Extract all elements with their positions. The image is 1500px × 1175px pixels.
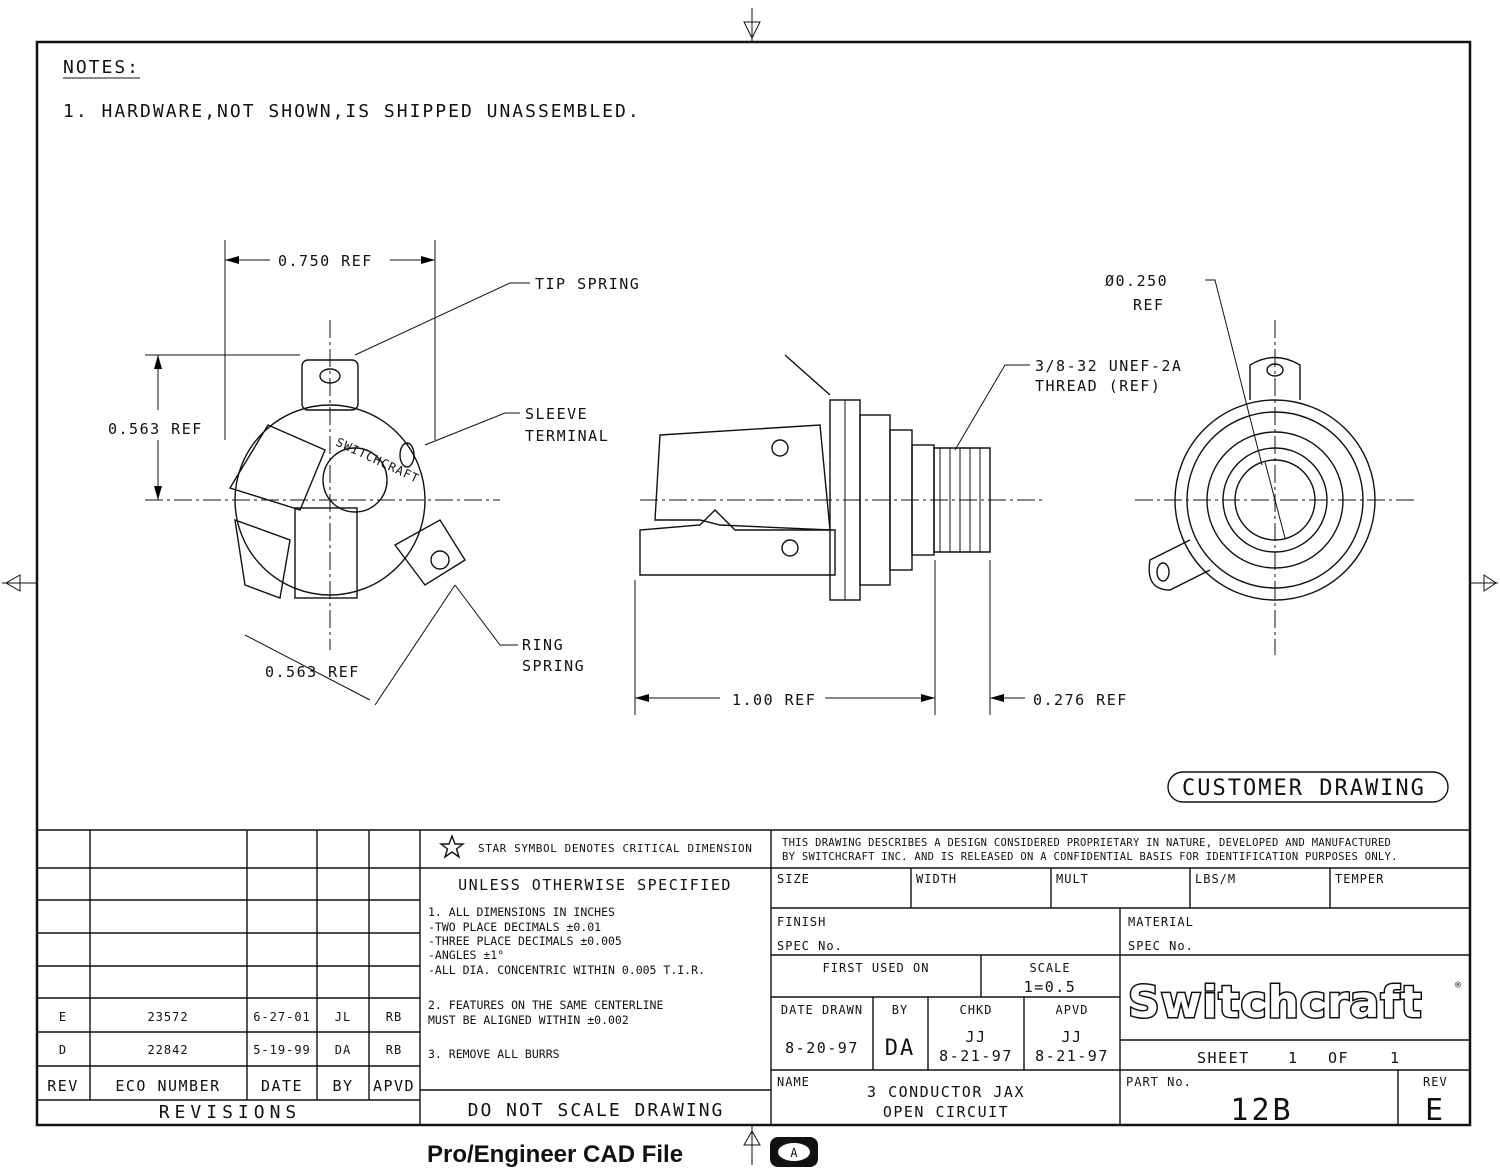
- apvd-label: APVD: [1056, 1003, 1089, 1017]
- drawn-by: DA: [885, 1036, 916, 1061]
- spec-notes: 1. ALL DIMENSIONS IN INCHES -TWO PLACE D…: [428, 905, 705, 1061]
- apvd-cell: RB: [386, 1043, 402, 1057]
- apvd-date: 8-21-97: [1035, 1047, 1109, 1065]
- sheet-zone: A: [790, 1146, 798, 1160]
- sheet-label: SHEET: [1197, 1049, 1250, 1067]
- rear-view: Ø0.250 REF: [1105, 272, 1415, 655]
- spec-line: -TWO PLACE DECIMALS ±0.01: [428, 920, 601, 934]
- customer-drawing: CUSTOMER DRAWING: [1182, 776, 1426, 801]
- name-label: NAME: [777, 1075, 810, 1089]
- header-by: BY: [332, 1077, 353, 1095]
- header-rev: REV: [47, 1077, 79, 1095]
- part-no-label: PART No.: [1126, 1075, 1192, 1089]
- spec-line: 3. REMOVE ALL BURRS: [428, 1047, 560, 1061]
- title-block-grid: [37, 829, 1470, 1125]
- header-date: DATE: [261, 1077, 303, 1095]
- star-note: STAR SYMBOL DENOTES CRITICAL DIMENSION: [478, 842, 752, 855]
- rev-label: REV: [1423, 1075, 1448, 1089]
- mult-label: MULT: [1056, 872, 1089, 886]
- title-block: THIS DRAWING DESCRIBES A DESIGN CONSIDER…: [777, 837, 1462, 1128]
- eco-cell: 22842: [147, 1043, 188, 1057]
- switchcraft-logo: Switchcraft: [1128, 977, 1423, 1028]
- by-cell: JL: [335, 1010, 351, 1024]
- date-cell: 6-27-01: [253, 1010, 311, 1024]
- label-thread-2: THREAD (REF): [1035, 377, 1161, 395]
- label-thread-1: 3/8-32 UNEF-2A: [1035, 357, 1182, 375]
- label-diameter-1: Ø0.250: [1105, 272, 1168, 290]
- note-1: 1. HARDWARE,NOT SHOWN,IS SHIPPED UNASSEM…: [63, 101, 641, 122]
- dim-length: 1.00 REF: [732, 691, 816, 709]
- footer-caption: Pro/Engineer CAD File: [427, 1141, 683, 1168]
- spec-line: MUST BE ALIGNED WITHIN ±0.002: [428, 1013, 629, 1027]
- dim-thread: 0.276 REF: [1033, 691, 1128, 709]
- rev-value: E: [1425, 1093, 1443, 1128]
- unless-specified: UNLESS OTHERWISE SPECIFIED: [458, 876, 732, 894]
- label-ring-1: RING: [522, 636, 564, 654]
- part-name-2: OPEN CIRCUIT: [883, 1103, 1009, 1121]
- label-sleeve-2: TERMINAL: [525, 427, 609, 445]
- sheet-number: 1: [1288, 1049, 1299, 1067]
- scale-label: SCALE: [1029, 961, 1070, 975]
- front-view: SWITCHCRAFT 0.750 REF 0.563 REF 0.563 RE…: [108, 240, 640, 706]
- apvd-cell: RB: [386, 1010, 402, 1024]
- chkd-by: JJ: [965, 1028, 986, 1046]
- sheet-border: [35, 40, 1472, 1127]
- eco-cell: 23572: [147, 1010, 188, 1024]
- spec-line: 1. ALL DIMENSIONS IN INCHES: [428, 905, 615, 919]
- first-used-on-label: FIRST USED ON: [823, 961, 930, 975]
- apvd-by: JJ: [1061, 1028, 1082, 1046]
- spec-line: 2. FEATURES ON THE SAME CENTERLINE: [428, 998, 663, 1012]
- customer-drawing-badge: [1167, 771, 1449, 803]
- spec-line: -ALL DIA. CONCENTRIC WITHIN 0.005 T.I.R.: [428, 963, 705, 977]
- dim-diagonal: 0.563 REF: [265, 663, 360, 681]
- width-label: WIDTH: [916, 872, 957, 886]
- chkd-label: CHKD: [960, 1003, 993, 1017]
- date-cell: 5-19-99: [253, 1043, 311, 1057]
- label-sleeve-1: SLEEVE: [525, 405, 588, 423]
- size-label: SIZE: [777, 872, 810, 886]
- chkd-date: 8-21-97: [939, 1047, 1013, 1065]
- spec-line: -THREE PLACE DECIMALS ±0.005: [428, 934, 622, 948]
- scale-value: 1=0.5: [1024, 978, 1077, 996]
- notes-heading: NOTES:: [63, 57, 140, 78]
- finish-label: FINISH: [777, 915, 826, 929]
- label-ring-2: SPRING: [522, 657, 585, 675]
- proprietary-2: BY SWITCHCRAFT INC. AND IS RELEASED ON A…: [782, 851, 1398, 863]
- revisions-title: REVISIONS: [159, 1102, 302, 1123]
- finish-spec-label: SPEC No.: [777, 939, 843, 953]
- star-icon: [438, 834, 466, 859]
- header-eco: ECO NUMBER: [115, 1077, 220, 1095]
- part-name-1: 3 CONDUCTOR JAX: [867, 1083, 1025, 1101]
- dim-height: 0.563 REF: [108, 420, 203, 438]
- date-drawn: 8-20-97: [785, 1039, 859, 1057]
- rev-cell: D: [59, 1043, 67, 1057]
- dim-width: 0.750 REF: [278, 252, 373, 270]
- part-number: 12B: [1230, 1093, 1293, 1128]
- material-spec-label: SPEC No.: [1128, 939, 1194, 953]
- centering-marks: [2, 8, 1498, 1165]
- do-not-scale: DO NOT SCALE DRAWING: [468, 1100, 725, 1121]
- proprietary-1: THIS DRAWING DESCRIBES A DESIGN CONSIDER…: [782, 837, 1391, 849]
- revisions-table: E 23572 6-27-01 JL RB D 22842 5-19-99 DA…: [47, 1010, 415, 1123]
- date-drawn-label: DATE DRAWN: [781, 1003, 863, 1017]
- spec-line: -ANGLES ±1°: [428, 948, 504, 962]
- registered-mark: ®: [1455, 980, 1462, 991]
- by-cell: DA: [335, 1043, 351, 1057]
- side-view: 1.00 REF 0.276 REF 3/8-32 UNEF-2A THREAD…: [634, 354, 1182, 715]
- label-tip-spring: TIP SPRING: [535, 275, 640, 293]
- material-label: MATERIAL: [1128, 915, 1194, 929]
- sheet-total: 1: [1390, 1049, 1401, 1067]
- header-apvd: APVD: [373, 1077, 415, 1095]
- label-diameter-2: REF: [1133, 296, 1165, 314]
- of-label: OF: [1328, 1049, 1349, 1067]
- rev-cell: E: [59, 1010, 67, 1024]
- by-label: BY: [892, 1003, 908, 1017]
- temper-label: TEMPER: [1335, 872, 1384, 886]
- lbs-label: LBS/M: [1195, 872, 1236, 886]
